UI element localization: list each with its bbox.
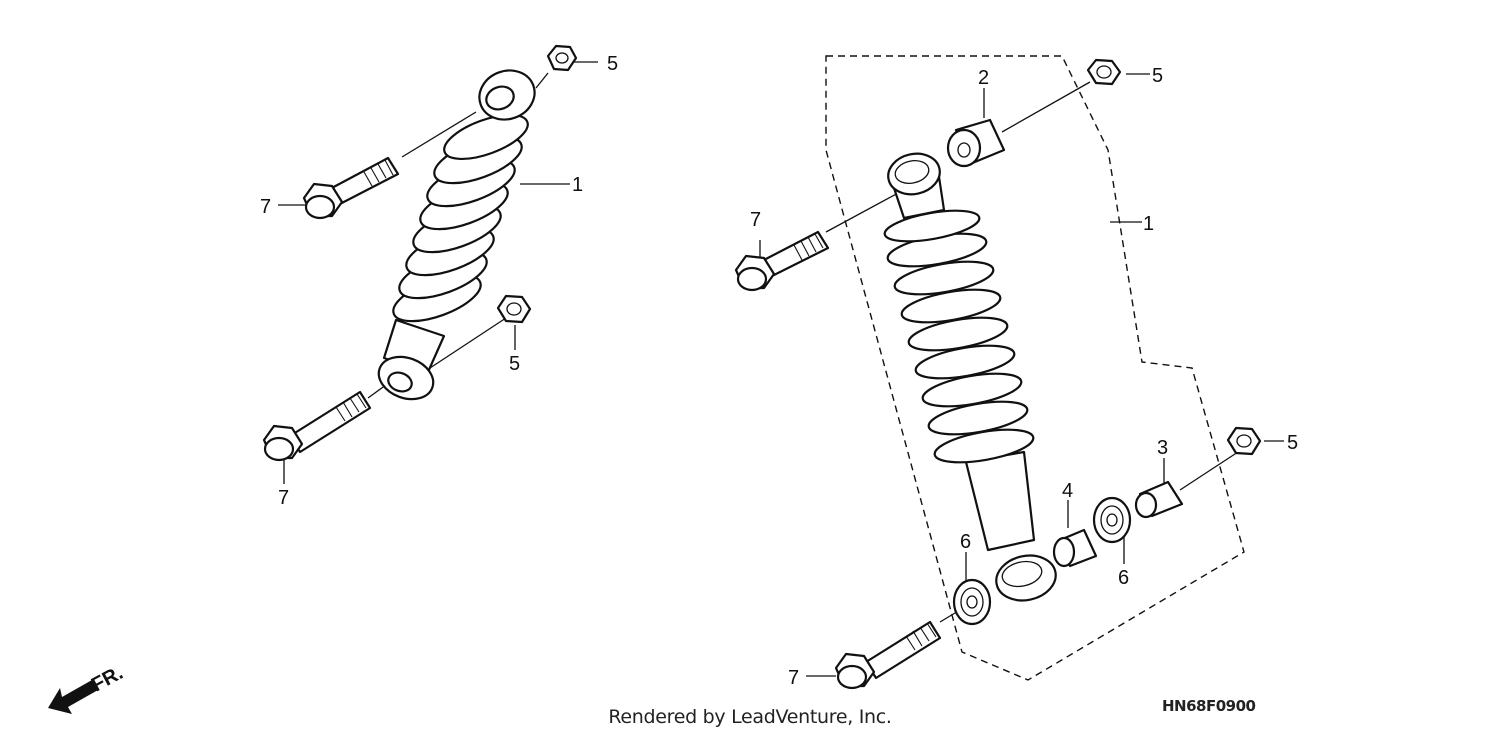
right-lower-bolt — [834, 620, 942, 690]
right-bearing-right — [1092, 496, 1132, 544]
callout-bolt-top-left: 7 — [260, 196, 271, 218]
right-spacer — [1052, 528, 1098, 568]
left-shock-absorber — [377, 69, 536, 401]
left-bottom-flange-nut — [496, 294, 532, 324]
leader-line — [1001, 81, 1091, 133]
left-top-flange-nut — [546, 44, 578, 72]
diagram-code: HN68F0900 — [1162, 697, 1256, 715]
callout-nut-top-left: 5 — [607, 53, 618, 75]
callout-bushing-top-right: 2 — [978, 67, 989, 89]
callout-nut-bottom-left: 5 — [509, 353, 520, 375]
callout-nut-bottom-right: 5 — [1287, 432, 1298, 454]
callout-spacer: 4 — [1062, 480, 1073, 502]
left-lower-bolt — [262, 390, 372, 462]
callout-shock-left: 1 — [572, 174, 583, 196]
callout-bearing-right: 6 — [1118, 567, 1129, 589]
callout-bearing-left: 6 — [960, 531, 971, 553]
callout-collar: 3 — [1157, 437, 1168, 459]
leader-line — [429, 317, 507, 369]
callout-shock-right: 1 — [1143, 213, 1154, 235]
right-shock-absorber — [883, 152, 1057, 602]
right-bearing-left — [952, 578, 992, 626]
leader-line — [535, 72, 549, 89]
right-upper-bolt — [734, 230, 830, 292]
leader-line — [825, 191, 901, 233]
right-collar — [1134, 480, 1184, 519]
callout-bolt-bottom-right: 7 — [788, 667, 799, 689]
right-bottom-flange-nut — [1226, 426, 1262, 456]
left-upper-bolt — [302, 156, 400, 220]
leader-line — [1179, 451, 1239, 491]
callout-bolt-top-right: 7 — [750, 209, 761, 231]
leader-line — [401, 111, 477, 158]
right-top-bushing — [946, 118, 1006, 168]
left-shock-assembly: 5 1 7 5 7 — [260, 44, 618, 509]
right-shock-assembly: 5 2 1 7 5 3 4 6 6 7 — [734, 55, 1298, 690]
callout-bolt-bottom-left: 7 — [278, 487, 289, 509]
right-top-flange-nut — [1086, 58, 1122, 86]
arrow-icon — [48, 680, 98, 714]
assembly-boundary — [825, 55, 1245, 681]
callout-nut-top-right: 5 — [1152, 65, 1163, 87]
footer-credit: Rendered by LeadVenture, Inc. — [608, 706, 892, 728]
